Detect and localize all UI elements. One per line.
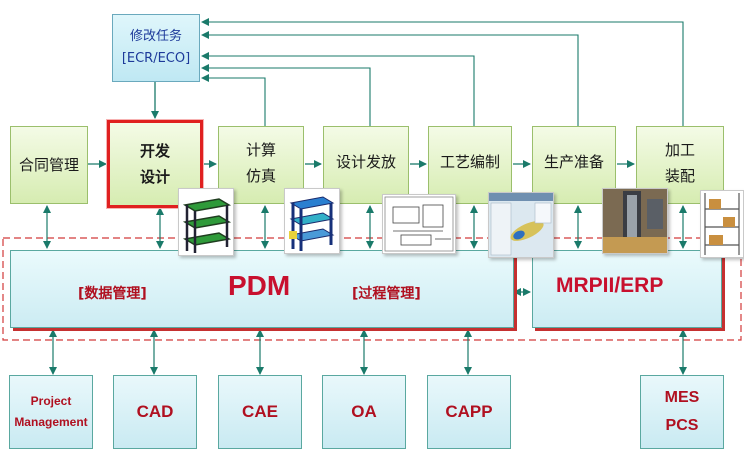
- system-cae: CAE: [218, 375, 302, 449]
- system-label-line1: MES: [664, 389, 700, 406]
- stage-label-line2: 仿真: [245, 167, 276, 185]
- stage-label: 生产准备: [543, 153, 604, 171]
- stage-label-line1: 计算: [245, 141, 276, 159]
- fea-model-icon: [284, 188, 340, 254]
- pdm-title: PDM: [228, 270, 291, 301]
- factory-machine-icon: [602, 188, 668, 254]
- pdm-data-management-label: [数据管理]: [78, 286, 147, 302]
- frame-model-icon: [178, 188, 234, 256]
- system-label-line2: Management: [14, 415, 88, 429]
- modify-task-title: 修改任务: [129, 29, 182, 44]
- system-capp: CAPP: [427, 375, 511, 449]
- drawing-icon: [382, 194, 456, 254]
- system-label: CAD: [136, 402, 174, 421]
- stage-label-line1: 开发: [139, 142, 170, 160]
- erp-box: [532, 250, 722, 328]
- system-label: CAE: [242, 402, 278, 421]
- system-cad: CAD: [113, 375, 197, 449]
- stage-label: 设计发放: [335, 153, 396, 171]
- system-oa: OA: [322, 375, 406, 449]
- software-screen-icon: [488, 192, 554, 258]
- system-label: OA: [351, 402, 377, 421]
- system-label-line1: Project: [30, 394, 72, 408]
- pdm-process-management-label: [过程管理]: [352, 286, 421, 302]
- stage-label-line2: 装配: [664, 167, 695, 185]
- stage-process-planning: 工艺编制: [428, 126, 512, 204]
- system-label-line2: PCS: [665, 417, 699, 434]
- stage-label-line1: 加工: [664, 141, 695, 159]
- pdm-box: [10, 250, 514, 328]
- stage-contract-management: 合同管理: [10, 126, 88, 204]
- modify-task-subtitle: [ECR/ECO]: [121, 51, 191, 66]
- modify-task-box: 修改任务 [ECR/ECO]: [112, 14, 200, 82]
- system-project-management: Project Management: [9, 375, 93, 449]
- system-label: CAPP: [445, 402, 493, 421]
- erp-title: MRPII/ERP: [556, 274, 664, 297]
- stage-label: 工艺编制: [439, 153, 500, 171]
- storage-rack-icon: [700, 190, 744, 258]
- stage-label-line2: 设计: [139, 168, 170, 186]
- stage-label: 合同管理: [18, 156, 79, 174]
- system-mes-pcs: MES PCS: [640, 375, 724, 449]
